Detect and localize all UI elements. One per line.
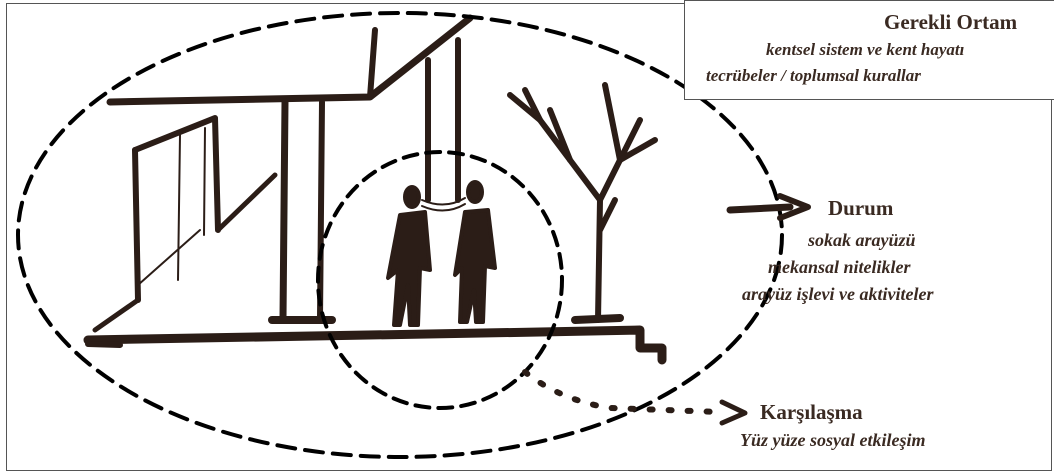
column-collar [421,197,466,206]
situation-item-3: arayüz işlevi ve aktiviteler [742,284,934,304]
encounter-subtitle: Yüz yüze sosyal etkileşim [740,430,926,450]
roof-support [367,27,378,100]
door-bottom [137,229,201,286]
situation-title: Durum [828,196,894,220]
context-title: Gerekli Ortam [884,10,1018,34]
ground-line-base [85,341,123,348]
column-collar-2 [421,203,466,212]
diagram-frame [6,3,1052,471]
wall-slope [92,297,141,333]
arrow-to-situation [726,203,794,214]
inner-encounter-circle [316,150,564,410]
column-2 [317,99,325,321]
ground-line [83,325,667,365]
person-left [386,185,432,327]
situation-item-2: mekansal nitelikler [768,257,911,277]
tree [507,82,658,324]
arrow-head-situation [777,193,811,221]
door-inner [177,134,181,281]
encounter-title: Karşılaşma [760,400,863,424]
column-1 [279,98,289,322]
context-line-1: kentsel sistem ve kent hayatı [766,40,965,59]
building-wall [132,115,221,233]
door-inner-2 [203,127,206,236]
railing [215,172,278,233]
door-frame [132,147,141,303]
outer-context-ellipse [16,11,784,459]
context-box [684,0,1054,100]
person-right [453,180,497,324]
situation-item-1: sokak arayüzü [808,230,916,250]
arrow-head-encounter [719,399,748,426]
context-line-2: tecrübeler / toplumsal kurallar [706,66,921,85]
